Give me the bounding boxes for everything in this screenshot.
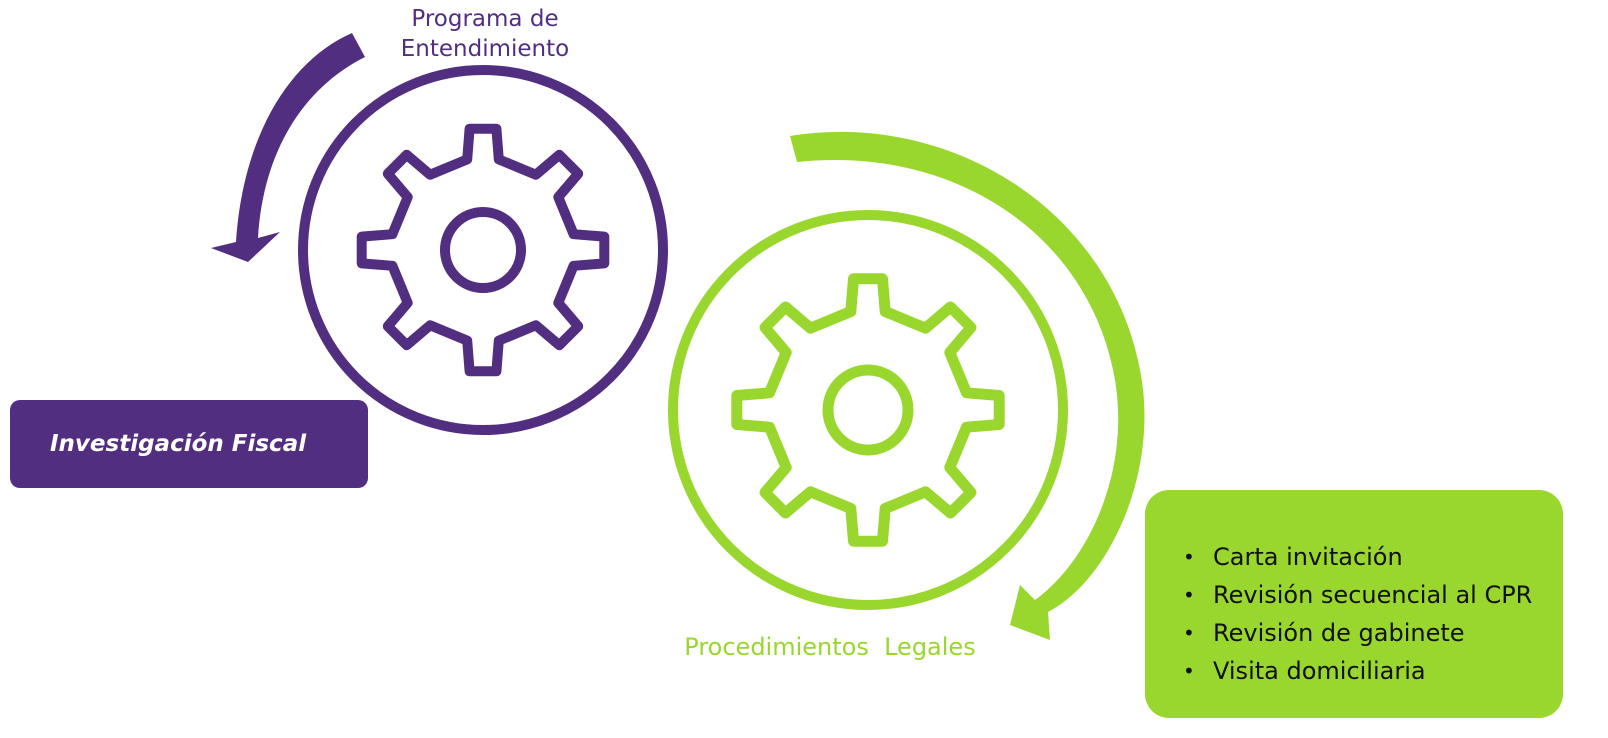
procedure-item-text: Revisión de gabinete bbox=[1213, 619, 1465, 647]
gear-body bbox=[731, 273, 1005, 547]
procedure-item-text: Visita domiciliaria bbox=[1213, 657, 1426, 685]
top-cycle-label-line2: Entendimiento bbox=[400, 36, 570, 62]
procedure-item: • Revisión de gabinete bbox=[1183, 614, 1563, 652]
procedure-item-text: Carta invitación bbox=[1213, 543, 1403, 571]
gear-body bbox=[356, 123, 610, 377]
bullet-icon: • bbox=[1183, 659, 1195, 683]
bullet-icon: • bbox=[1183, 621, 1195, 645]
fiscal-investigation-box: Investigación Fiscal bbox=[10, 400, 368, 488]
top-cycle-label-line1: Programa de bbox=[411, 6, 559, 32]
bullet-icon: • bbox=[1183, 545, 1195, 569]
purple-ring bbox=[298, 65, 668, 435]
purple-curved-arrow-icon bbox=[211, 33, 365, 262]
procedure-item: • Visita domiciliaria bbox=[1183, 652, 1563, 690]
procedure-item: • Revisión secuencial al CPR bbox=[1183, 576, 1563, 614]
procedures-list: • Carta invitación • Revisión secuencial a… bbox=[1183, 538, 1563, 690]
fiscal-investigation-text: Investigación Fiscal bbox=[50, 431, 307, 457]
bullet-icon: • bbox=[1183, 583, 1195, 607]
top-cycle-label: Programa de Entendimiento bbox=[380, 4, 590, 64]
purple-gear-icon bbox=[356, 123, 610, 377]
green-gear-icon bbox=[731, 273, 1005, 547]
procedures-box: • Carta invitación • Revisión secuencial a… bbox=[1145, 490, 1563, 718]
gear-hole bbox=[440, 207, 526, 293]
gear-hole bbox=[822, 364, 914, 456]
green-ring bbox=[668, 210, 1068, 610]
bottom-cycle-label: Procedimientos Legales bbox=[684, 633, 976, 661]
procedure-item: • Carta invitación bbox=[1183, 538, 1563, 576]
procedure-item-text: Revisión secuencial al CPR bbox=[1213, 581, 1533, 609]
